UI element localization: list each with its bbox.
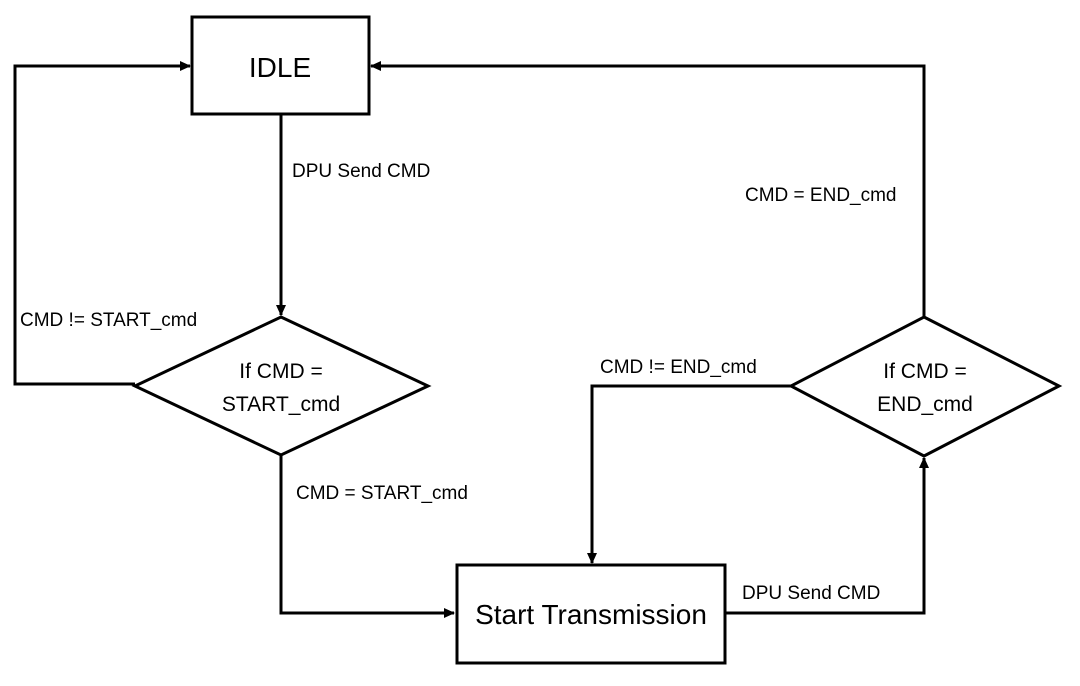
end-check-label-line1: If CMD =	[883, 360, 966, 383]
start-check-decision: If CMD = START_cmd	[131, 315, 432, 457]
edge-start-check-not-start	[13, 61, 191, 386]
edge-label-dpu-send-cmd-2: DPU Send CMD	[742, 583, 880, 604]
end-check-decision: If CMD = END_cmd	[787, 315, 1063, 458]
start-check-label-line2: START_cmd	[222, 393, 340, 416]
start-check-label-line1: If CMD =	[239, 360, 322, 383]
start-transmission-state: Start Transmission	[455, 563, 727, 665]
edge-end-check-not-end	[587, 384, 791, 564]
edge-end-check-is-end	[370, 61, 926, 317]
edge-start-check-is-start	[279, 455, 455, 618]
idle-label: IDLE	[249, 52, 311, 83]
idle-state: IDLE	[190, 15, 371, 116]
edge-label-not-end: CMD != END_cmd	[600, 357, 757, 378]
edge-label-is-start: CMD = START_cmd	[296, 483, 468, 504]
edge-transmission-to-end-check	[725, 457, 929, 615]
edge-label-not-start: CMD != START_cmd	[20, 310, 197, 331]
end-check-label-line2: END_cmd	[877, 393, 973, 416]
edge-label-is-end: CMD = END_cmd	[745, 185, 897, 206]
start-transmission-label: Start Transmission	[475, 599, 707, 630]
edge-label-dpu-send-cmd-1: DPU Send CMD	[292, 161, 430, 182]
